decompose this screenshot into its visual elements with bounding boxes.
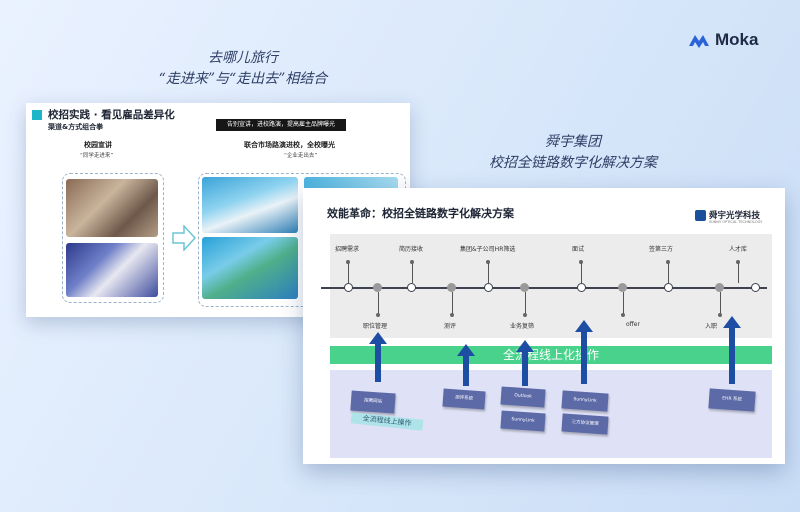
system-tile: Outlook (500, 386, 546, 408)
right-slide-title: 效能革命：校招全链路数字化解决方案 (327, 207, 514, 220)
moka-logo: Moka (688, 30, 758, 50)
flow-label-bottom: 入职 (705, 323, 718, 330)
flow-node (618, 283, 627, 292)
roadshow-photo-3 (202, 237, 298, 299)
flow-dot (666, 260, 670, 264)
flow-stem (667, 263, 669, 283)
sunny-logo: 舜宇光学科技 SUNNY OPTICAL TECHNOLOGY (695, 209, 763, 224)
flow-label-bottom: 业务复筛 (510, 323, 535, 330)
flow-node (373, 283, 382, 292)
system-tile: 三方协议管理 (561, 413, 609, 435)
flow-node (407, 283, 416, 292)
left-slide-title: 校招实践 · 看见雇品差异化 (48, 109, 175, 121)
flow-dot (410, 260, 414, 264)
flow-dot (376, 313, 380, 317)
flow-label-top: 人才库 (729, 246, 748, 253)
flow-node (751, 283, 760, 292)
flow-label-top: 简历接收 (399, 246, 424, 253)
up-arrow-icon (457, 344, 475, 386)
flow-dot (736, 260, 740, 264)
flow-dot (621, 313, 625, 317)
flow-node (664, 283, 673, 292)
section1-frame (62, 173, 164, 303)
flow-label-bottom: 测评 (444, 323, 457, 330)
flow-dot (718, 313, 722, 317)
campus-talk-photo-1 (66, 179, 158, 237)
flow-label-bottom: 职位管理 (363, 323, 388, 330)
sunny-logo-name: 舜宇光学科技 (709, 211, 761, 221)
system-tile: SunnyLink (500, 410, 546, 432)
flow-area (330, 234, 772, 338)
caption-right-line1: 舜宇集团 (545, 134, 601, 150)
flow-dot (486, 260, 490, 264)
roadshow-photo-2 (304, 177, 398, 191)
flow-stem (622, 292, 624, 314)
flow-label-top: 面试 (572, 246, 585, 253)
flow-timeline (321, 287, 767, 289)
flow-stem (524, 292, 526, 314)
flow-node (484, 283, 493, 292)
up-arrow-icon (575, 320, 593, 384)
moka-logo-text: Moka (715, 30, 759, 49)
system-tile: 测评系统 (442, 388, 486, 410)
flow-dot (579, 260, 583, 264)
caption-right: 舜宇集团 校招全链路数字化解决方案 (428, 132, 718, 174)
systems-area (330, 370, 772, 458)
flow-label-top: 招聘需求 (335, 246, 360, 253)
caption-right-line2: 校招全链路数字化解决方案 (489, 155, 657, 171)
online-process-band: 全流程线上化操作 (330, 346, 772, 364)
campus-talk-photo-2 (66, 243, 158, 297)
flow-stem (737, 263, 739, 283)
flow-label-bottom: offer (626, 321, 640, 328)
caption-left-line2: “走进来”与“走出去”相结合 (158, 71, 328, 87)
flow-stem (580, 263, 582, 283)
flow-node (577, 283, 586, 292)
flow-stem (487, 263, 489, 283)
flow-stem (451, 292, 453, 314)
flow-label-top: 签第三方 (649, 246, 674, 253)
flow-node (344, 283, 353, 292)
flow-stem (347, 263, 349, 283)
flow-stem (377, 292, 379, 314)
flow-dot (346, 260, 350, 264)
system-tile: EHR 系统 (708, 388, 756, 412)
flow-dot (450, 313, 454, 317)
section1-title: 校园宣讲 (84, 141, 112, 149)
up-arrow-icon (369, 332, 387, 382)
left-slide-subtitle: 渠道&方式组合拳 (48, 123, 104, 131)
section1-quote: “同学走进来” (80, 153, 114, 159)
sunny-logo-en: SUNNY OPTICAL TECHNOLOGY (709, 220, 763, 224)
flow-node (520, 283, 529, 292)
section2-title: 联合市场路演进校，全校曝光 (244, 141, 335, 149)
up-arrow-icon (723, 316, 741, 384)
up-arrow-icon (516, 340, 534, 386)
flow-node (447, 283, 456, 292)
flow-label-top: 集团&子公司HR筛选 (460, 246, 516, 253)
system-tile: 招聘网站 (350, 390, 396, 414)
caption-left: 去哪儿旅行 “走进来”与“走出去”相结合 (118, 48, 368, 90)
title-accent (32, 110, 42, 120)
right-slide: 效能革命：校招全链路数字化解决方案 舜宇光学科技 SUNNY OPTICAL T… (303, 188, 785, 464)
left-slide-banner: 告别宣讲，进校路演，提高雇主品牌曝光 (216, 119, 346, 131)
system-tile: SunnyLink (561, 390, 609, 412)
section2-quote: “企业走出去” (284, 153, 318, 159)
caption-left-line1: 去哪儿旅行 (208, 50, 278, 66)
right-arrow-icon (172, 225, 196, 251)
flow-stem (719, 292, 721, 314)
sunny-logo-icon (695, 209, 706, 221)
roadshow-photo-1 (202, 177, 298, 233)
flow-node (715, 283, 724, 292)
flow-stem (411, 263, 413, 283)
moka-logo-icon (689, 35, 709, 48)
flow-dot (523, 313, 527, 317)
